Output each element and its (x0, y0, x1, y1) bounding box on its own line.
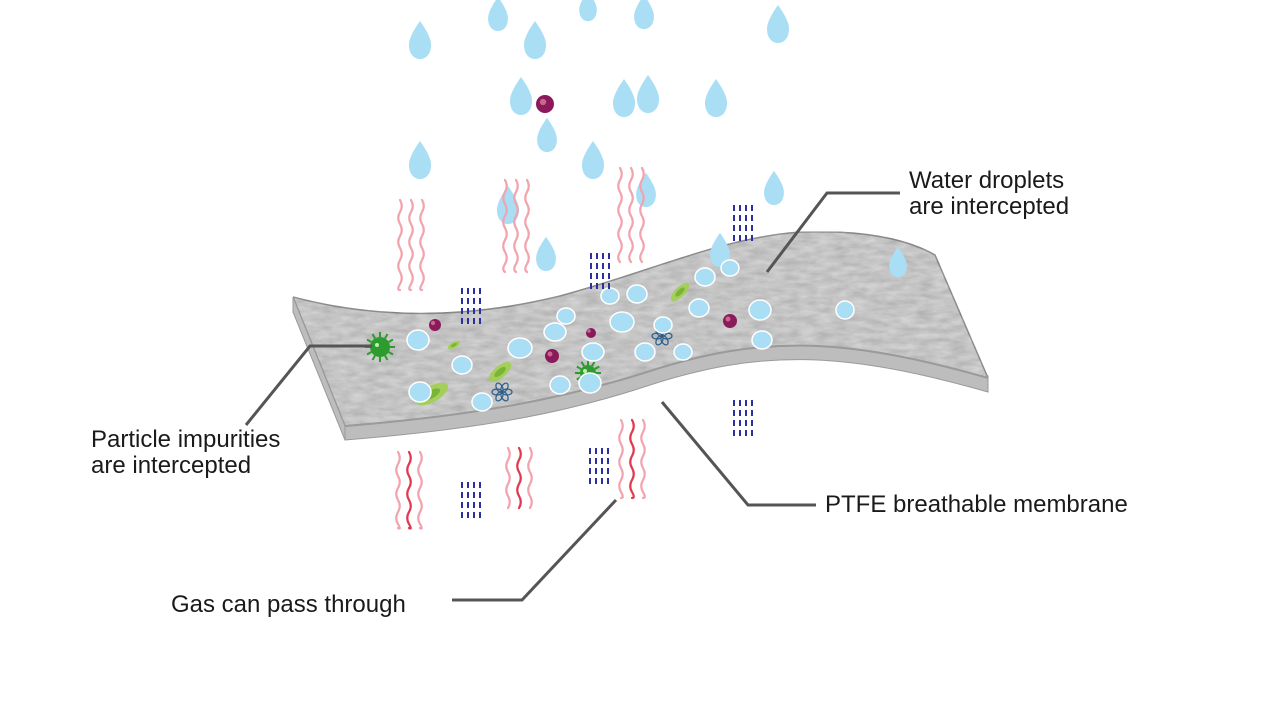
droplet-icon (688, 298, 710, 318)
droplet-icon (835, 300, 855, 320)
gas-callout-line (452, 498, 618, 602)
droplet-icon (637, 75, 659, 113)
gas-wave-icon (406, 450, 412, 530)
ptfe-membrane (291, 230, 990, 441)
droplet-icon (694, 267, 716, 287)
droplet-icon (767, 5, 789, 43)
water-label-line2: are intercepted (909, 193, 1070, 220)
mold-spore-icon (488, 361, 512, 383)
gas-wave-icon (639, 166, 645, 264)
droplet-icon (889, 246, 907, 278)
droplet-icon (549, 375, 571, 395)
gas-streams-above (397, 166, 753, 328)
gas-wave-icon (395, 450, 401, 530)
droplet-icon (578, 372, 602, 394)
particle-impurities-label: Particle impurities are intercepted (91, 427, 280, 479)
droplet-icon (451, 355, 473, 375)
bacteria-icon (429, 319, 441, 331)
pollen-icon (651, 326, 673, 346)
droplet-icon (720, 259, 740, 277)
gas-wave-icon (516, 446, 522, 510)
droplet-icon (764, 170, 784, 206)
gas-wave-icon (419, 198, 425, 292)
water-callout-line (765, 191, 900, 273)
gas-wave-icon (628, 166, 634, 264)
droplet-icon (710, 232, 730, 268)
droplet-icon (409, 141, 431, 179)
mold-spore-icon (670, 282, 690, 302)
gas-wave-icon (505, 446, 511, 510)
water-droplets-label: Water droplets are intercepted (909, 168, 1069, 220)
membrane-front-rim (344, 344, 989, 427)
droplet-icon (751, 330, 773, 350)
droplet-icon (609, 311, 635, 333)
droplet-icon (634, 342, 656, 362)
droplet-icon (471, 392, 493, 412)
droplet-icon (626, 284, 648, 304)
gas-wave-icon (502, 178, 508, 274)
droplet-icon (507, 337, 533, 359)
gas-wave-icon (617, 166, 623, 264)
gas-wave-icon (513, 178, 519, 274)
droplet-icon (536, 236, 556, 272)
gas-wave-icon (408, 198, 414, 292)
particle-label-line1: Particle impurities (91, 426, 281, 453)
droplet-icon (406, 329, 430, 351)
particle-label-line2: are intercepted (91, 452, 252, 479)
gas-pass-label: Gas can pass through (171, 591, 406, 618)
membrane-left-rim (292, 296, 346, 441)
callout-lines (244, 191, 900, 602)
water-droplets (406, 0, 907, 412)
gas-wave-icon (618, 418, 624, 500)
gas-wave-icon (629, 418, 635, 500)
droplet-icon (582, 141, 604, 179)
droplet-icon (748, 299, 772, 321)
droplet-icon (673, 343, 693, 361)
pollen-icon (491, 382, 513, 402)
gas-streams-below (395, 400, 753, 530)
water-label-line1: Water droplets (909, 167, 1065, 194)
droplet-icon (636, 172, 656, 208)
particle-callout-line (244, 344, 372, 426)
droplet-icon (556, 307, 576, 325)
droplet-icon (537, 117, 557, 153)
bacteria-icon (545, 349, 559, 363)
droplet-icon (488, 0, 508, 32)
gas-wave-icon (524, 178, 530, 274)
droplet-icon (653, 316, 673, 334)
gas-wave-icon (417, 450, 423, 530)
droplet-icon (579, 0, 597, 22)
droplet-icon (600, 287, 620, 305)
droplet-icon (524, 21, 546, 59)
gas-wave-icon (397, 198, 403, 292)
droplet-icon (705, 79, 727, 117)
droplet-icon (408, 381, 432, 403)
mold-spore-icon (447, 340, 461, 350)
gas-wave-icon (527, 446, 533, 510)
droplet-icon (409, 21, 431, 59)
bacteria-icon (723, 314, 737, 328)
bacteria-icon (536, 95, 554, 113)
droplet-icon (543, 322, 567, 342)
droplet-icon (613, 79, 635, 117)
droplet-icon (581, 342, 605, 362)
droplet-icon (510, 77, 532, 115)
droplet-icon (634, 0, 654, 30)
membrane-callout-line (660, 401, 816, 507)
bacteria-icon (586, 328, 596, 338)
ptfe-membrane-label: PTFE breathable membrane (825, 491, 1128, 518)
gas-wave-icon (640, 418, 646, 500)
